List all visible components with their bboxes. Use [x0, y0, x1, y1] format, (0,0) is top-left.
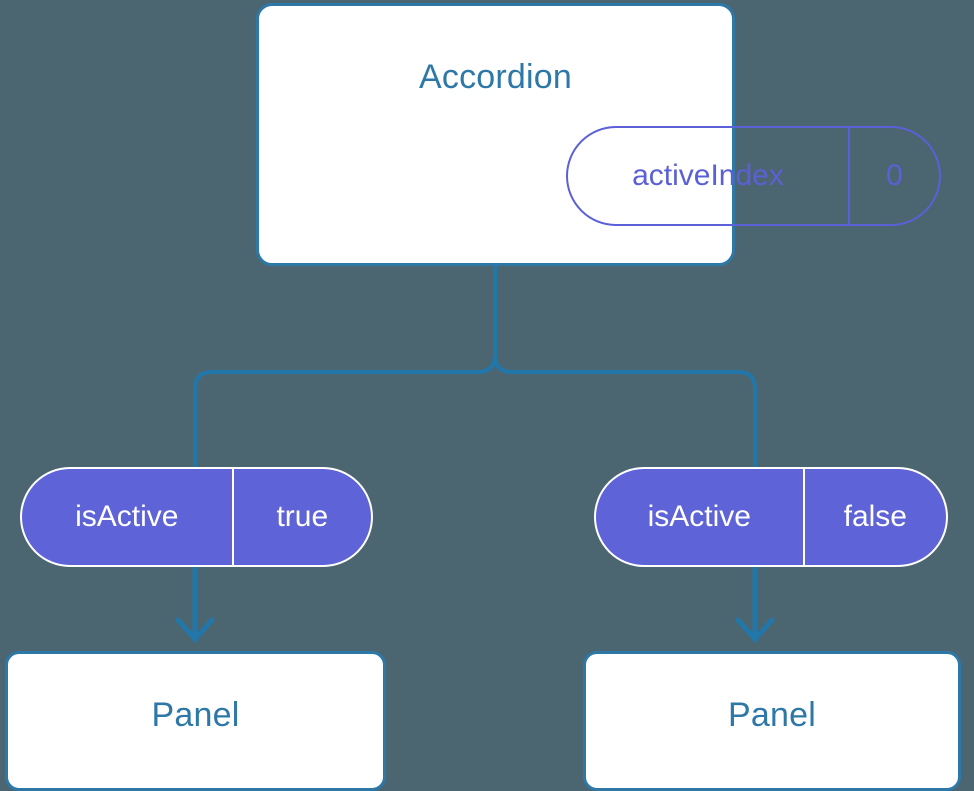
connector-trunk-split-right	[493, 264, 757, 467]
prop-pill-is-active-true[interactable]: isActive true	[20, 467, 373, 567]
component-title-accordion: Accordion	[419, 58, 572, 96]
state-pill-key: activeIndex	[632, 159, 784, 192]
prop-pill-key: isActive	[647, 500, 751, 533]
prop-pill-is-active-false[interactable]: isActive false	[594, 467, 948, 567]
component-card-panel-right[interactable]: Panel	[583, 651, 961, 791]
prop-pill-value: true	[231, 469, 371, 565]
component-card-panel-left[interactable]: Panel	[5, 651, 386, 791]
state-pill-value: 0	[847, 128, 939, 224]
arrow-left-head	[175, 617, 215, 642]
prop-pill-key: isActive	[75, 500, 179, 533]
diagram-canvas: Accordion activeIndex 0 isActive true is…	[5, 3, 961, 791]
connector-trunk-split	[193, 264, 497, 467]
arrow-right-head	[735, 617, 775, 642]
component-title-panel: Panel	[151, 696, 240, 734]
state-pill-active-index[interactable]: activeIndex 0	[566, 126, 941, 226]
component-card-accordion[interactable]: Accordion activeIndex 0	[256, 3, 941, 266]
component-title-panel: Panel	[728, 696, 816, 734]
prop-pill-value: false	[802, 469, 946, 565]
